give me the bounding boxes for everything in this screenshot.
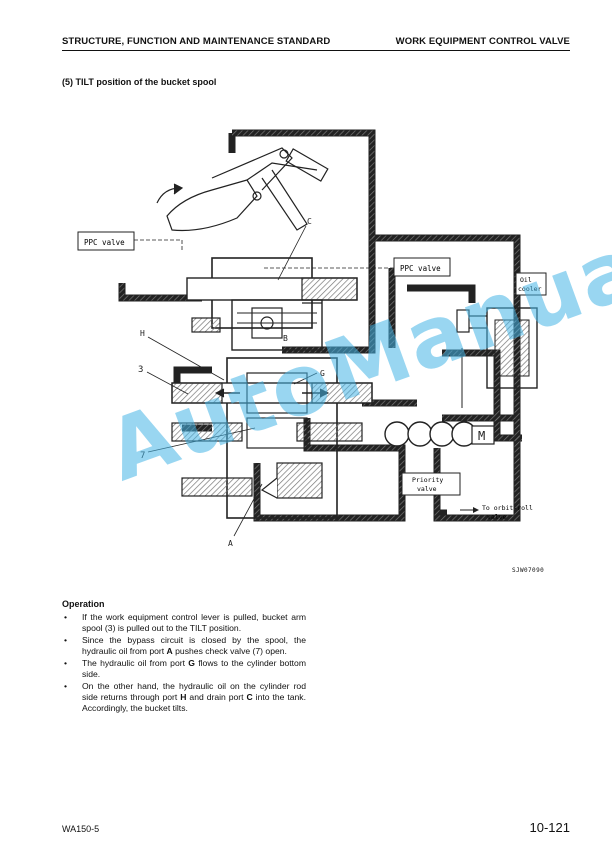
operation-list: If the work equipment control lever is p…: [62, 612, 306, 715]
control-valve-body: [171, 257, 373, 519]
svg-text:G: G: [320, 369, 325, 378]
bucket-linkage: [156, 147, 329, 232]
operation-item: On the other hand, the hydraulic oil on …: [62, 681, 306, 714]
svg-text:PPC valve: PPC valve: [400, 264, 441, 273]
svg-text:B: B: [283, 334, 288, 343]
oil-cooler: Oil cooler: [515, 272, 547, 296]
svg-text:valve: valve: [487, 513, 507, 521]
section-title: (5) TILT position of the bucket spool: [62, 77, 217, 87]
operation-item: If the work equipment control lever is p…: [62, 612, 306, 634]
bucket-cylinder: [456, 307, 538, 408]
svg-text:Oil: Oil: [520, 276, 532, 284]
svg-text:7: 7: [140, 451, 145, 461]
svg-text:A: A: [228, 539, 233, 548]
figure-code: SJW07090: [512, 567, 545, 574]
svg-text:PPC valve: PPC valve: [84, 238, 125, 247]
operation-title: Operation: [62, 599, 105, 609]
svg-text:Priority: Priority: [412, 476, 443, 484]
svg-text:3: 3: [138, 365, 143, 375]
operation-item: Since the bypass circuit is closed by th…: [62, 635, 306, 657]
footer-model: WA150-5: [62, 824, 100, 834]
header-rule: [62, 50, 570, 51]
svg-text:H: H: [140, 329, 145, 338]
header-section-name: STRUCTURE, FUNCTION AND MAINTENANCE STAN…: [62, 36, 331, 47]
svg-text:valve: valve: [417, 485, 437, 493]
pumps-and-motor: M: [384, 421, 495, 447]
svg-text:To orbit-roll: To orbit-roll: [482, 504, 533, 512]
operation-item: The hydraulic oil from port G flows to t…: [62, 658, 306, 680]
header-component-name: WORK EQUIPMENT CONTROL VALVE: [395, 36, 570, 47]
port-labels: C B H G 3 7 A: [138, 217, 325, 548]
svg-text:M: M: [478, 429, 485, 443]
page-header: STRUCTURE, FUNCTION AND MAINTENANCE STAN…: [62, 36, 570, 50]
ppc-valves: PPC valve PPC valve: [77, 231, 451, 277]
svg-text:cooler: cooler: [518, 285, 542, 293]
svg-text:C: C: [307, 217, 312, 226]
priority-valve: Priority valve To orbit-roll valve: [401, 472, 533, 521]
footer-page-number: 10-121: [529, 820, 570, 835]
hydraulic-diagram: PPC valve PPC valve Oil cooler: [77, 129, 547, 548]
